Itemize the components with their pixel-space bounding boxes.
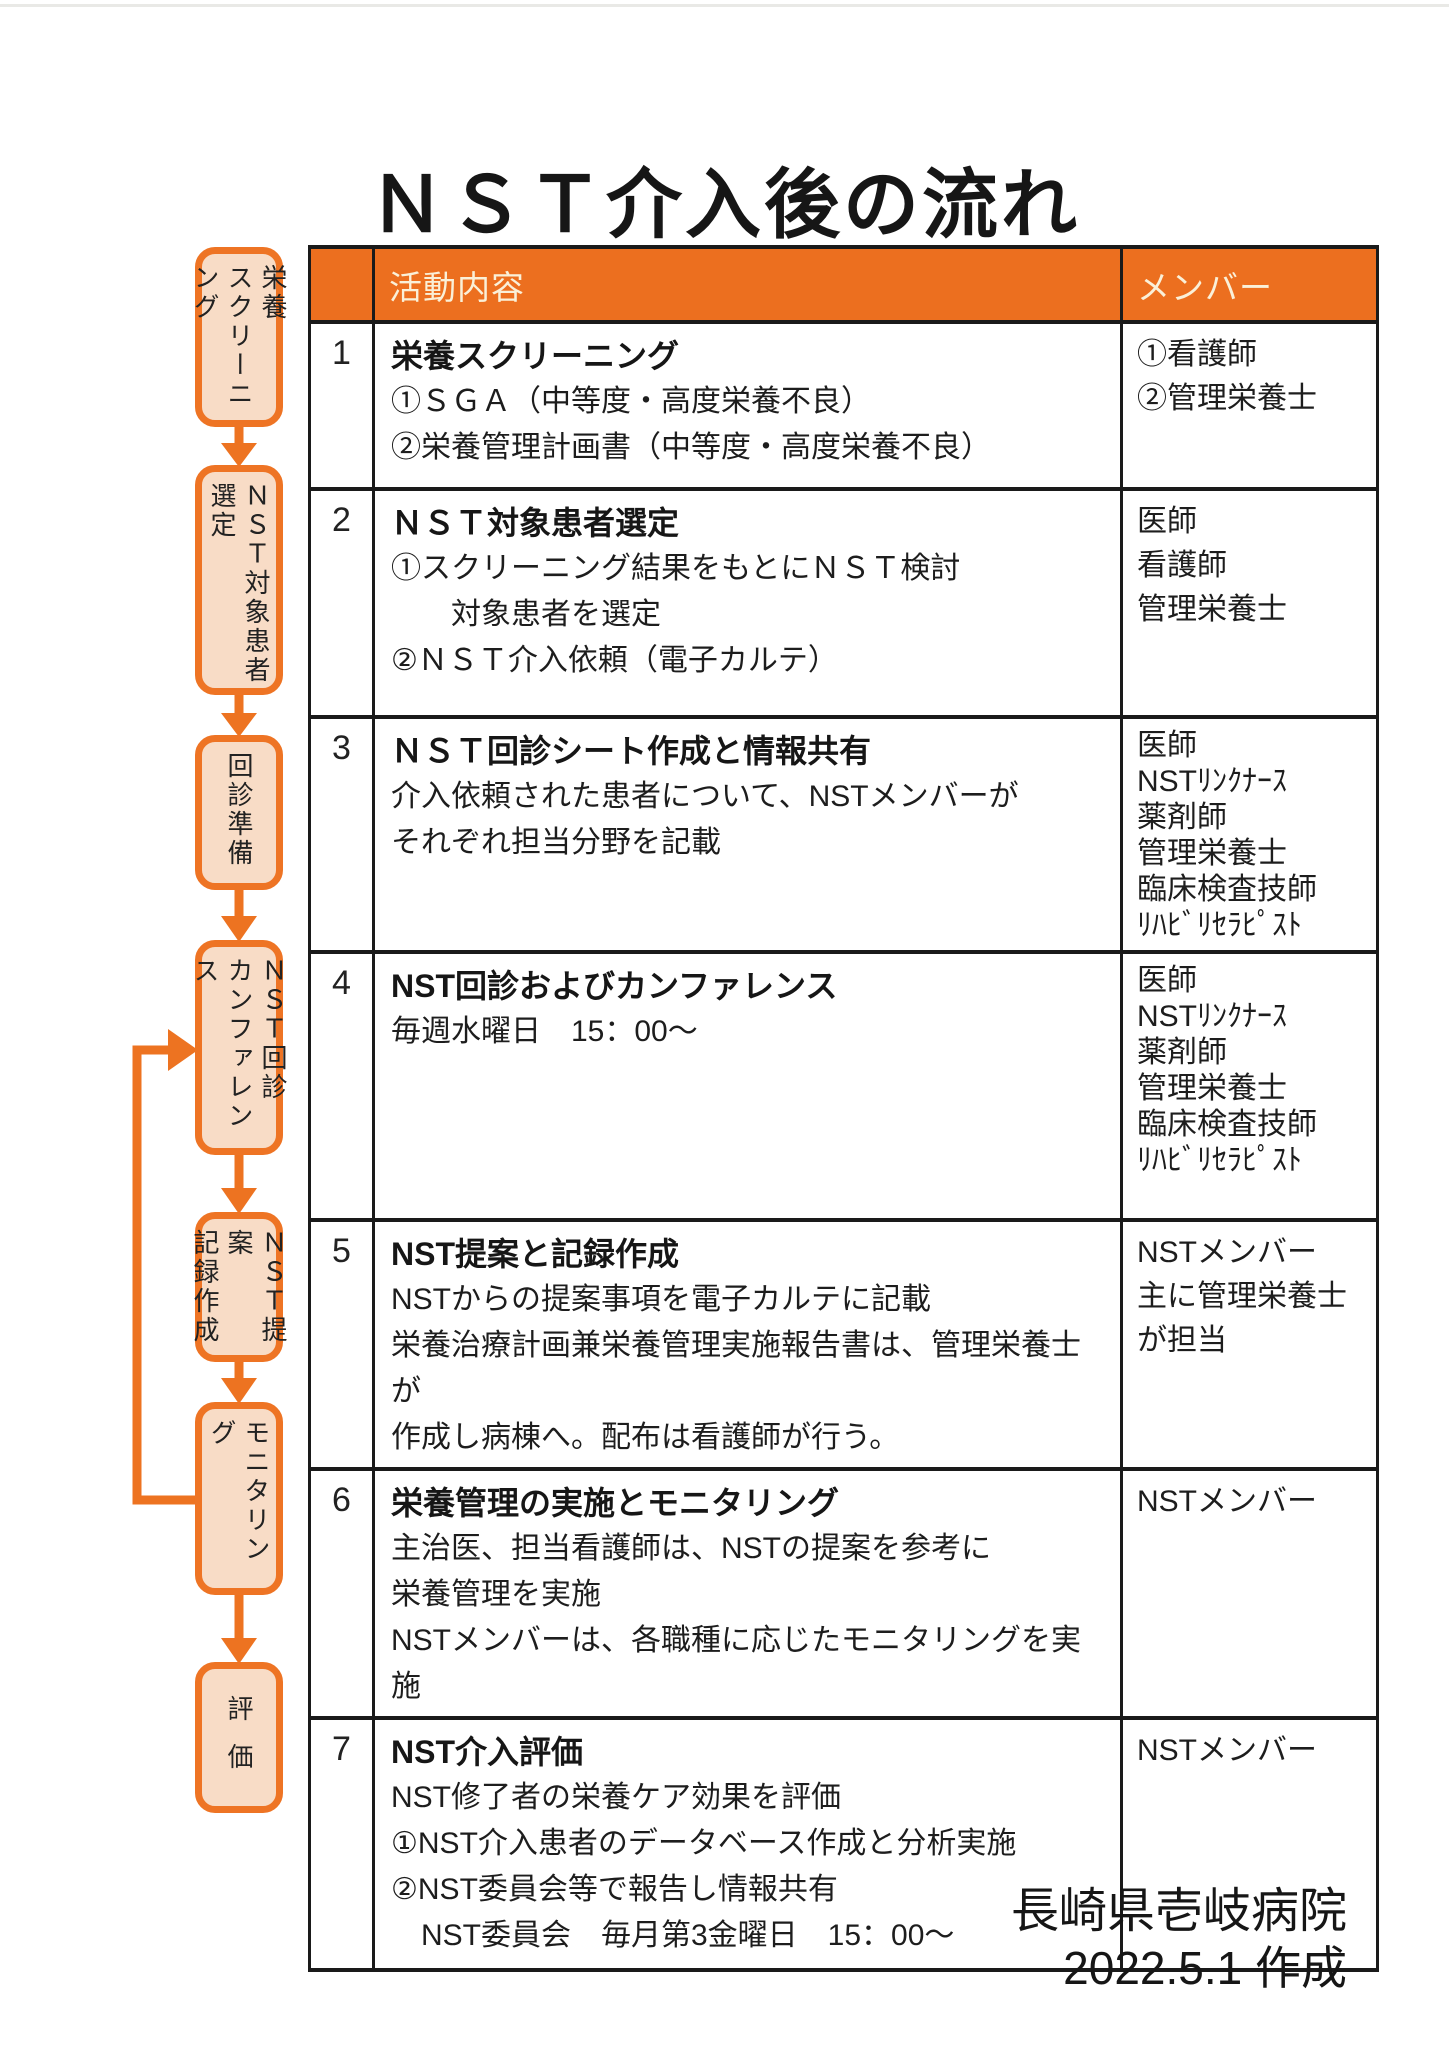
table-row: 5 NST提案と記録作成 NSTからの提案事項を電子カルテに記載 栄養治療計画兼… [308, 1218, 1379, 1471]
activity-table: 活動内容 メンバー 1 栄養スクリーニング ①ＳＧＡ（中等度・高度栄養不良） ②… [308, 245, 1379, 1972]
footer: 長崎県壱岐病院 2022.5.1 作成 [1011, 1884, 1347, 1996]
activity-details: NST修了者の栄養ケア効果を評価 ①NST介入患者のデータベース作成と分析実施 … [391, 1781, 1017, 1952]
activity-details: ①スクリーニング結果をもとにＮＳＴ検討 対象患者を選定 ②ＮＳＴ介入依頼（電子カ… [391, 552, 961, 677]
header-no-cell [308, 245, 375, 324]
activity-details: 介入依頼された患者について、NSTメンバーが それぞれ担当分野を記載 [391, 780, 1019, 859]
activity-title: 栄養管理の実施とモニタリング [391, 1485, 840, 1521]
activity-title: NST提案と記録作成 [391, 1236, 680, 1272]
flow-step-label: ＮＳＴ提案 記録作成 [190, 1229, 288, 1345]
arrow-down-icon [221, 1151, 257, 1214]
table-row: 2 ＮＳＴ対象患者選定 ①スクリーニング結果をもとにＮＳＴ検討 対象患者を選定 … [308, 487, 1379, 719]
members-cell: NSTメンバー [1120, 1716, 1379, 1972]
row-number: 4 [308, 950, 375, 1222]
row-number: 6 [308, 1467, 375, 1720]
table-row: 6 栄養管理の実施とモニタリング 主治医、担当看護師は、NSTの提案を参考に 栄… [308, 1467, 1379, 1720]
activity-title: 栄養スクリーニング [391, 338, 680, 374]
row-number: 1 [308, 320, 375, 491]
flow-step-nst-rounds-conference: ＮＳＴ回診 カンファレンス [190, 940, 288, 1155]
members-cell: ①看護師 ②管理栄養士 [1120, 320, 1379, 491]
members-cell: 医師 NSTﾘﾝｸﾅｰｽ 薬剤師 管理栄養士 臨床検査技師 ﾘﾊﾋﾞﾘｾﾗﾋﾟｽ… [1120, 950, 1379, 1222]
hospital-name: 長崎県壱岐病院 [1010, 1885, 1347, 1938]
activity-details: ①ＳＧＡ（中等度・高度栄養不良） ②栄養管理計画書（中等度・高度栄養不良） [391, 385, 991, 464]
row-number: 3 [308, 715, 375, 954]
activity-cell: ＮＳＴ回診シート作成と情報共有 介入依頼された患者について、NSTメンバーが そ… [372, 715, 1123, 954]
scan-edge-line [0, 4, 1449, 7]
flow-step-nutrition-screening: 栄養 スクリーニング [190, 247, 288, 427]
header-members: メンバー [1120, 245, 1379, 324]
activity-cell: NST提案と記録作成 NSTからの提案事項を電子カルテに記載 栄養治療計画兼栄養… [372, 1218, 1123, 1471]
flow-step-monitoring: モニタリング [195, 1402, 283, 1595]
activity-title: ＮＳＴ回診シート作成と情報共有 [391, 733, 872, 769]
table-row: 3 ＮＳＴ回診シート作成と情報共有 介入依頼された患者について、NSTメンバーが… [308, 715, 1379, 954]
members-cell: NSTメンバー [1120, 1467, 1379, 1720]
arrow-down-icon [221, 1591, 257, 1664]
activity-cell: 栄養管理の実施とモニタリング 主治医、担当看護師は、NSTの提案を参考に 栄養管… [372, 1467, 1123, 1720]
members-cell: 医師 看護師 管理栄養士 [1120, 487, 1379, 719]
table-header-row: 活動内容 メンバー [308, 245, 1379, 324]
table-row: 1 栄養スクリーニング ①ＳＧＡ（中等度・高度栄養不良） ②栄養管理計画書（中等… [308, 320, 1379, 491]
flow-step-label: 評価 [224, 1695, 254, 1791]
flow-step-label: ＮＳＴ回診 カンファレンス [190, 957, 288, 1131]
flow-step-evaluation: 評価 [195, 1662, 283, 1813]
activity-cell: ＮＳＴ対象患者選定 ①スクリーニング結果をもとにＮＳＴ検討 対象患者を選定 ②Ｎ… [372, 487, 1123, 719]
table-row: 7 NST介入評価 NST修了者の栄養ケア効果を評価 ①NST介入患者のデータベ… [308, 1716, 1379, 1972]
arrow-down-icon [221, 886, 257, 942]
activity-title: NST回診およびカンファレンス [391, 968, 838, 1004]
members-cell: 医師 NSTﾘﾝｸﾅｰｽ 薬剤師 管理栄養士 臨床検査技師 ﾘﾊﾋﾞﾘｾﾗﾋﾟｽ… [1120, 715, 1379, 954]
row-number: 2 [308, 487, 375, 719]
arrow-down-icon [221, 1358, 257, 1404]
activity-details: 毎週水曜日 15：00～ [391, 1015, 698, 1048]
flow-step-rounds-preparation: 回診準備 [195, 735, 283, 890]
arrow-down-icon [221, 423, 257, 467]
row-number: 5 [308, 1218, 375, 1471]
activity-details: 主治医、担当看護師は、NSTの提案を参考に 栄養管理を実施 NSTメンバーは、各… [391, 1532, 1081, 1703]
activity-details: NSTからの提案事項を電子カルテに記載 栄養治療計画兼栄養管理実施報告書は、管理… [391, 1283, 1081, 1454]
header-activity: 活動内容 [372, 245, 1123, 324]
flow-step-label: 回診準備 [224, 752, 254, 868]
activity-cell: NST回診およびカンファレンス 毎週水曜日 15：00～ [372, 950, 1123, 1222]
flow-step-label: ＮＳＴ対象患者 選定 [207, 482, 271, 685]
flow-step-nst-patient-selection: ＮＳＴ対象患者 選定 [195, 465, 283, 695]
table-row: 4 NST回診およびカンファレンス 毎週水曜日 15：00～ 医師 NSTﾘﾝｸ… [308, 950, 1379, 1222]
activity-title: NST介入評価 [391, 1734, 584, 1770]
activity-cell: 栄養スクリーニング ①ＳＧＡ（中等度・高度栄養不良） ②栄養管理計画書（中等度・… [372, 320, 1123, 491]
row-number: 7 [308, 1716, 375, 1972]
created-date: 2022.5.1 作成 [1063, 1942, 1347, 1994]
flow-step-label: モニタリング [207, 1419, 271, 1564]
flow-step-label: 栄養 スクリーニング [190, 264, 288, 409]
arrow-down-icon [221, 691, 257, 737]
activity-title: ＮＳＴ対象患者選定 [391, 505, 680, 541]
flow-step-nst-proposal-records: ＮＳＴ提案 記録作成 [190, 1212, 288, 1362]
activity-cell: NST介入評価 NST修了者の栄養ケア効果を評価 ①NST介入患者のデータベース… [372, 1716, 1123, 1972]
members-cell: NSTメンバー 主に管理栄養士 が担当 [1120, 1218, 1379, 1471]
page-title: ＮＳＴ介入後の流れ [369, 162, 1080, 248]
